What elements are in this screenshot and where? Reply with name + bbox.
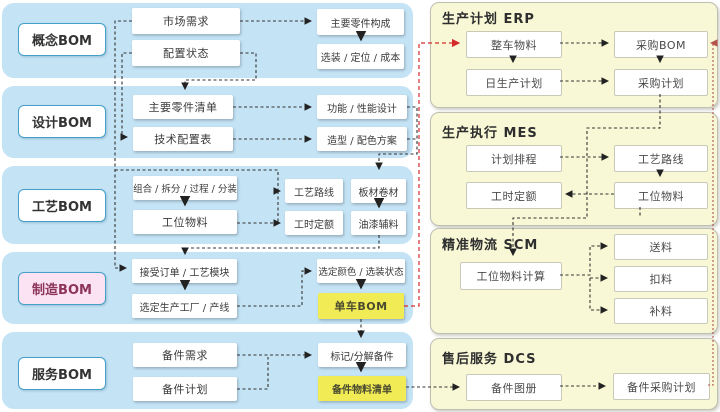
- erp-node-purchase-plan: 采购计划: [614, 69, 708, 96]
- scm-node-station-material-calc: 工位物料计算: [460, 262, 562, 290]
- lane-label-process-bom: 工艺BOM: [18, 189, 106, 222]
- flow-node-spare-parts-material-list: 备件物料清单: [318, 376, 406, 401]
- flow-node-main-parts-list: 主要零件清单: [133, 95, 233, 119]
- flow-node-spare-parts-demand: 备件需求: [133, 343, 237, 367]
- dcs-node-spare-parts-atlas: 备件图册: [466, 374, 562, 401]
- flow-node-option-position-cost: 选装 / 定位 / 成本: [317, 44, 404, 69]
- flow-node-vehicle-bom: 单车BOM: [318, 293, 404, 319]
- scm-node-feed-material: 送料: [614, 234, 708, 260]
- lane-label-concept-bom: 概念BOM: [18, 23, 106, 56]
- mes-node-labor-hour-quota: 工时定额: [466, 182, 562, 209]
- dcs-node-spare-parts-purchase-plan: 备件采购计划: [613, 373, 710, 400]
- flow-node-config-status: 配置状态: [132, 40, 240, 66]
- flow-node-select-plant-line: 选定生产工厂 / 产线: [132, 294, 237, 318]
- section-title-dcs: 售后服务 DCS: [442, 352, 537, 367]
- flow-node-market-demand: 市场需求: [132, 8, 240, 34]
- section-title-mes: 生产执行 MES: [442, 126, 538, 141]
- flow-node-styling-color-scheme: 造型 / 配色方案: [317, 127, 407, 151]
- section-title-erp: 生产计划 ERP: [442, 12, 535, 27]
- flow-node-spare-parts-plan: 备件计划: [133, 377, 237, 401]
- scm-node-deduct-material: 扣料: [614, 266, 708, 292]
- flow-node-accept-order-process-module: 接受订单 / 工艺模块: [132, 259, 237, 283]
- lane-label-manufacturing-bom: 制造BOM: [18, 272, 106, 305]
- flow-node-main-parts-composition: 主要零件构成: [317, 9, 404, 35]
- mes-node-plan-scheduling: 计划排程: [466, 145, 562, 172]
- lane-label-service-bom: 服务BOM: [18, 357, 106, 390]
- flow-node-mark-decompose-spares: 标记/分解备件: [318, 343, 406, 367]
- lane-label-design-bom: 设计BOM: [18, 105, 106, 138]
- section-title-scm: 精准物流 SCM: [442, 238, 539, 253]
- flow-node-function-performance-design: 功能 / 性能设计: [317, 95, 407, 119]
- mes-node-station-material: 工位物料: [614, 182, 708, 209]
- flow-node-process-route: 工艺路线: [285, 179, 343, 203]
- erp-node-whole-vehicle-material: 整车物料: [466, 31, 562, 58]
- flow-node-combine-split: 组合 / 拆分 / 过程 / 分装: [133, 176, 237, 200]
- flow-node-labor-hour-quota: 工时定额: [285, 211, 343, 235]
- flow-node-sheet-coil-material: 板材卷材: [351, 179, 406, 203]
- flow-node-select-color-option-status: 选定颜色 / 选装状态: [317, 259, 405, 283]
- flow-node-paint-auxiliary: 油漆辅料: [351, 211, 406, 235]
- erp-node-purchase-bom: 采购BOM: [614, 31, 708, 58]
- erp-node-daily-production-plan: 日生产计划: [466, 69, 562, 96]
- flow-node-tech-config-table: 技术配置表: [133, 127, 233, 151]
- flow-node-station-material: 工位物料: [133, 210, 237, 234]
- scm-node-replenish-material: 补料: [614, 298, 708, 324]
- mes-node-process-route: 工艺路线: [614, 145, 708, 172]
